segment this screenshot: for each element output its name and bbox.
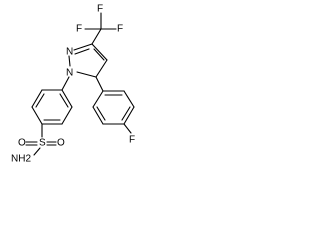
- atom-label-nitrogen-2: N: [66, 47, 73, 58]
- celecoxib-structure: F F F N N S O O NH2 F: [11, 4, 135, 165]
- atom-label-fluorine-top: F: [97, 4, 103, 15]
- atom-label-fluorine-aryl: F: [129, 135, 135, 146]
- atom-label-nitrogen-1: N: [66, 68, 73, 79]
- atom-label-oxygen-right: O: [57, 138, 65, 149]
- atom-label-oxygen-left: O: [18, 138, 26, 149]
- c-f-bond: [123, 123, 132, 134]
- atom-label-amine: NH2: [11, 154, 31, 165]
- atom-label-sulfur: S: [39, 138, 46, 149]
- n-aryl-bond: [61, 76, 70, 91]
- c-aryl-bond: [95, 76, 104, 92]
- atom-label-fluorine-right: F: [117, 24, 123, 35]
- sulfonylphenyl-ring-bonds: [31, 89, 73, 125]
- pyrazole-ring-bonds: [68, 43, 108, 78]
- sulfonamide-bonds: [25, 123, 57, 156]
- atom-label-fluorine-left: F: [76, 24, 82, 35]
- fluorophenyl-ring-bonds: [92, 90, 135, 125]
- trifluoromethyl-bonds: [84, 12, 117, 45]
